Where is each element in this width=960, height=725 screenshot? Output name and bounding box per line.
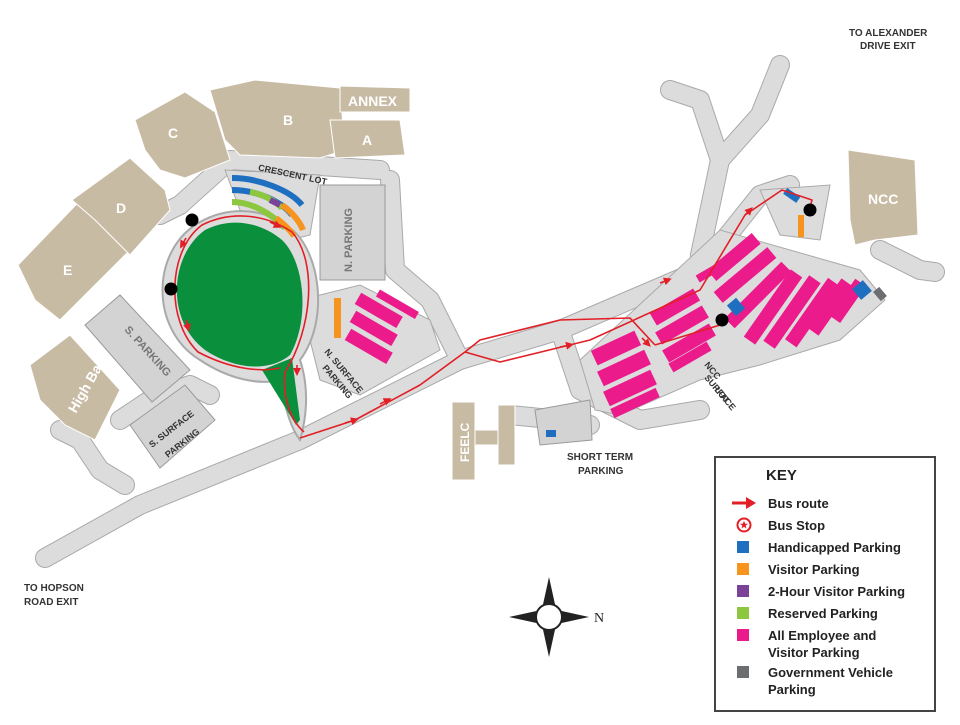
building-label-a: A xyxy=(362,132,372,148)
bus-route xyxy=(174,189,813,439)
compass-rose-icon xyxy=(509,577,589,657)
handicapped-swatch xyxy=(737,541,749,553)
building-ncc xyxy=(847,149,919,246)
government-vehicle-spaces xyxy=(873,286,887,302)
ncc-handicapped-3 xyxy=(852,280,872,300)
building-high-bay xyxy=(29,334,121,441)
bus-stop-icon[interactable] xyxy=(185,213,199,227)
building-label-c: C xyxy=(168,125,178,141)
s-surface-parking-lot xyxy=(129,384,216,469)
short-term-handicapped xyxy=(546,430,556,437)
ncc-visitor-spaces xyxy=(798,215,804,237)
legend-label: 2-Hour Visitor Parking xyxy=(768,584,906,599)
green-space-tail xyxy=(262,358,300,425)
s-parking-garage xyxy=(84,294,191,403)
bus-stop-icon[interactable] xyxy=(164,282,178,296)
buildings xyxy=(17,79,919,481)
legend-label: Bus Stop xyxy=(768,518,826,533)
building-label-ncc: NCC xyxy=(868,191,898,207)
bus-stop-icon[interactable] xyxy=(715,313,729,327)
arrow-icon xyxy=(732,497,756,509)
ncc-handicapped-2 xyxy=(726,297,746,317)
building-label-d: D xyxy=(116,200,126,216)
building-label-feelc: FEELC xyxy=(458,422,472,462)
green-space xyxy=(176,222,303,367)
building-a xyxy=(329,119,406,159)
lot-label-short-term-1: SHORT TERM xyxy=(567,452,633,463)
building-annex xyxy=(339,85,411,113)
visitor-swatch xyxy=(737,563,749,575)
building-c xyxy=(134,91,231,179)
reserved-swatch xyxy=(737,607,749,619)
building-label-annex: ANNEX xyxy=(348,93,398,109)
exit-label-hopson-1: TO HOPSON xyxy=(24,583,84,594)
two-hour-visitor-swatch xyxy=(737,585,749,597)
garages xyxy=(84,184,593,469)
legend-label: Government Vehicle xyxy=(768,665,893,680)
bus-stop-icon xyxy=(736,517,752,533)
legend-label: Handicapped Parking xyxy=(768,540,901,555)
building-feelc xyxy=(451,401,476,481)
legend-label: Reserved Parking xyxy=(768,606,878,621)
legend-label-line2: Visitor Parking xyxy=(768,645,860,660)
legend-label-line2: Parking xyxy=(768,682,816,697)
legend-title: KEY xyxy=(766,467,797,484)
compass-north-label: N xyxy=(594,611,604,626)
exit-label-hopson-2: ROAD EXIT xyxy=(24,597,78,608)
map-legend: KEY Bus route Bus Stop Handicapped Parki… xyxy=(714,456,936,712)
building-b xyxy=(209,79,346,159)
building-d xyxy=(71,157,171,256)
n-surface-visitor-spaces xyxy=(334,298,341,338)
exit-label-alexander-1: TO ALEXANDER xyxy=(849,28,928,39)
building-feelc-annex xyxy=(474,429,501,446)
government-swatch xyxy=(737,666,749,678)
lot-label-short-term-2: PARKING xyxy=(578,466,624,477)
exit-label-alexander-2: DRIVE EXIT xyxy=(860,41,916,52)
bus-stop-icon[interactable] xyxy=(803,203,817,217)
building-label-b: B xyxy=(283,112,293,128)
short-term-parking-lot xyxy=(534,399,593,446)
building-feelc-wing xyxy=(497,404,516,466)
legend-label: Visitor Parking xyxy=(768,562,860,577)
employee-visitor-parking xyxy=(344,232,866,419)
lot-label-n-parking: N. PARKING xyxy=(343,208,355,272)
building-label-e: E xyxy=(63,262,72,278)
legend-label: All Employee and xyxy=(768,628,877,643)
employee-visitor-swatch xyxy=(737,629,749,641)
legend-label: Bus route xyxy=(768,496,829,511)
n-parking-garage xyxy=(319,184,386,281)
